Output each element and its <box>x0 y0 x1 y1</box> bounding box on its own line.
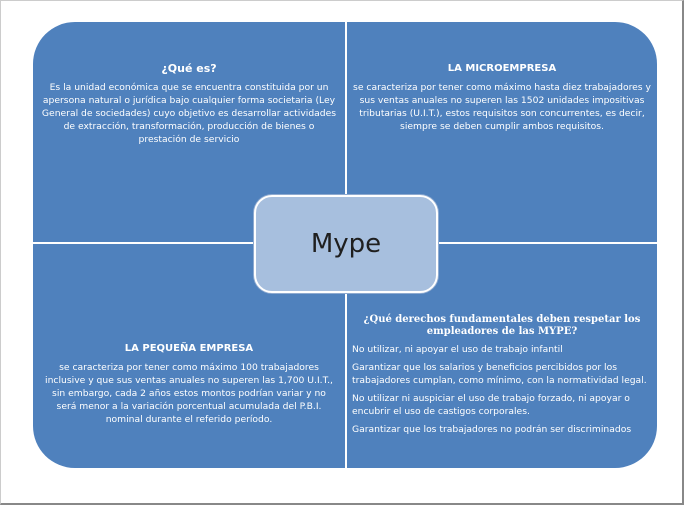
pequena-text: se caracteriza por tener como máximo 100… <box>45 362 333 425</box>
pequena-title: LA PEQUEÑA EMPRESA <box>124 343 254 354</box>
center-title-box: Mype <box>254 195 438 293</box>
que-es-text: Es la unidad económica que se encuentra … <box>41 82 337 145</box>
microempresa-text: se caracteriza por tener como máximo has… <box>353 82 651 132</box>
microempresa-title: LA MICROEMPRESA <box>447 63 557 74</box>
derechos-item: No utilizar ni auspiciar el uso de traba… <box>352 393 630 417</box>
derechos-item: Garantizar que los trabajadores no podrá… <box>352 424 632 435</box>
derechos-item: Garantizar que los salarios y beneficios… <box>352 362 647 386</box>
que-es-title: ¿Qué es? <box>161 62 217 75</box>
derechos-item: No utilizar, ni apoyar el uso de trabajo… <box>352 344 563 355</box>
derechos-title: ¿Qué derechos fundamentales deben respet… <box>363 314 641 337</box>
